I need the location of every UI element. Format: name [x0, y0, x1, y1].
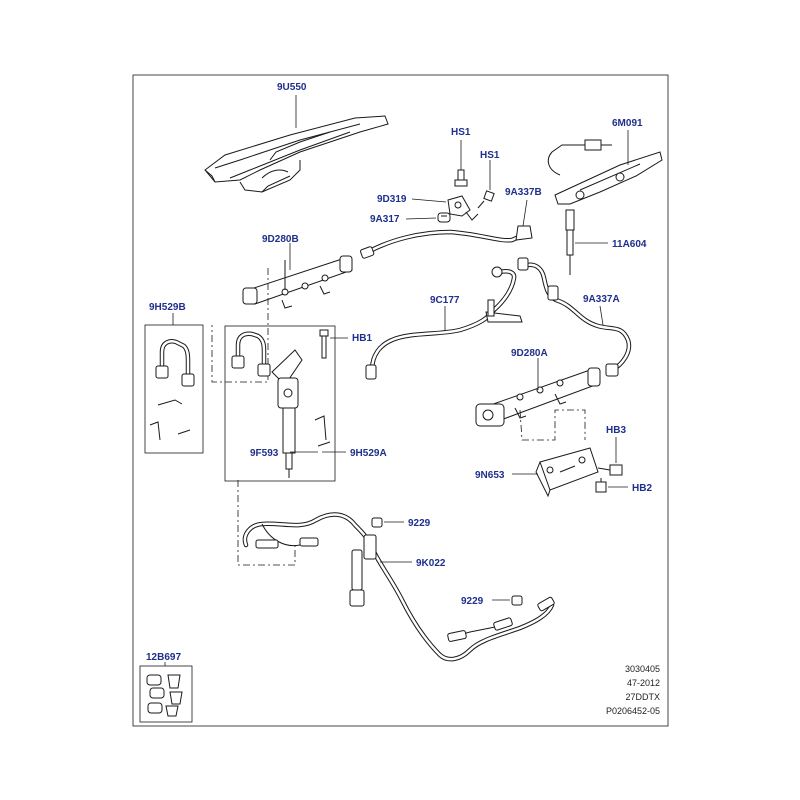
- diagram-frame: [132, 74, 669, 727]
- label-9K022[interactable]: 9K022: [416, 558, 446, 569]
- bracket-part[interactable]: [447, 195, 479, 221]
- label-HB1[interactable]: HB1: [352, 333, 372, 344]
- fastener-9229-b[interactable]: [511, 595, 523, 606]
- label-9H529B[interactable]: 9H529B: [149, 302, 186, 313]
- fuel-rail-b[interactable]: [242, 255, 353, 309]
- label-9C177[interactable]: 9C177: [430, 295, 460, 306]
- label-9D319[interactable]: 9D319: [377, 194, 407, 205]
- heat-shield-bolt-b[interactable]: [477, 160, 495, 209]
- label-9A337A[interactable]: 9A337A: [583, 294, 620, 305]
- bolt-hb1[interactable]: [319, 329, 329, 359]
- fastener-9229-a[interactable]: [371, 517, 383, 528]
- fuel-rail-a[interactable]: [475, 367, 601, 427]
- label-11A604[interactable]: 11A604: [612, 239, 647, 250]
- heat-shield-bolt-a[interactable]: [454, 140, 468, 187]
- label-9F593[interactable]: 9F593: [250, 448, 279, 459]
- label-9229-b[interactable]: 9229: [461, 596, 484, 607]
- label-9229-a[interactable]: 9229: [408, 518, 431, 529]
- kit-frame-12b697: [139, 665, 193, 723]
- bolt-hb2[interactable]: [595, 478, 607, 493]
- label-9U550[interactable]: 9U550: [277, 82, 307, 93]
- injector-pipe-a[interactable]: [231, 331, 271, 377]
- fuel-pipe-c[interactable]: [365, 266, 523, 380]
- reference-code-2: 47-2012: [627, 678, 660, 688]
- kit-frame-b: [144, 324, 204, 454]
- label-9D280A[interactable]: 9D280A: [511, 348, 548, 359]
- clip-part[interactable]: [437, 212, 451, 223]
- injector-frame: [224, 325, 336, 482]
- label-9A317[interactable]: 9A317: [370, 214, 400, 225]
- label-9A337B[interactable]: 9A337B: [505, 187, 542, 198]
- reference-code-1: 3030405: [625, 664, 660, 674]
- glow-plug-harness[interactable]: [242, 512, 555, 662]
- label-9N653[interactable]: 9N653: [475, 470, 505, 481]
- label-HB2[interactable]: HB2: [632, 483, 652, 494]
- fuel-pipe-a[interactable]: [517, 257, 632, 377]
- label-HB3[interactable]: HB3: [606, 425, 626, 436]
- label-HS1-a[interactable]: HS1: [451, 127, 471, 138]
- fuel-pipe-b[interactable]: [360, 225, 533, 259]
- label-9D280B[interactable]: 9D280B: [262, 234, 299, 245]
- label-9H529A[interactable]: 9H529A: [350, 448, 387, 459]
- sensor-harness-part[interactable]: [547, 139, 663, 205]
- reference-code-4: P0206452-05: [606, 706, 660, 716]
- bolt-hb3[interactable]: [597, 464, 623, 476]
- injector-pipe-kit-b[interactable]: [149, 339, 195, 441]
- fuel-injector-part[interactable]: [271, 349, 303, 478]
- injector-clip-part[interactable]: [314, 415, 331, 447]
- reference-code-3: 27DDTX: [625, 692, 660, 702]
- mounting-bracket-part[interactable]: [535, 447, 599, 498]
- sleeve-kit-part[interactable]: [146, 674, 183, 717]
- engine-cover-part[interactable]: [204, 115, 389, 193]
- label-HS1-b[interactable]: HS1: [480, 150, 500, 161]
- label-12B697[interactable]: 12B697: [146, 652, 181, 663]
- glow-plug-part[interactable]: [565, 209, 575, 275]
- label-6M091[interactable]: 6M091: [612, 118, 643, 129]
